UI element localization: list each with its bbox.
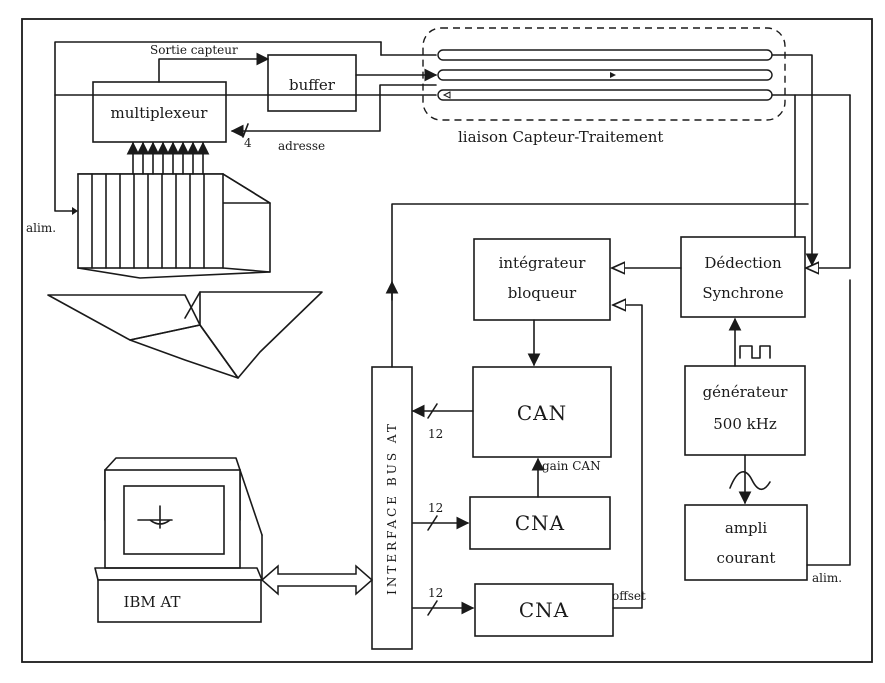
generator-line2: 500 kHz bbox=[713, 415, 777, 433]
interface-box bbox=[371, 366, 413, 650]
link-cable bbox=[422, 27, 786, 121]
cna-offset-bits-label: 12 bbox=[428, 586, 443, 600]
integrator-line1: intégrateur bbox=[499, 254, 587, 272]
sync-detection-line2: Synchrone bbox=[702, 284, 783, 302]
outer-frame bbox=[21, 18, 873, 663]
cna-gain-bits-label: 12 bbox=[428, 501, 443, 515]
address-count-label: 4 bbox=[244, 136, 252, 150]
generator-box bbox=[684, 365, 806, 456]
can-box bbox=[472, 366, 612, 458]
ampli-line1: ampli bbox=[725, 519, 768, 537]
gain-label: gain CAN bbox=[542, 459, 601, 473]
integrator-box bbox=[473, 238, 611, 321]
address-label: adresse bbox=[278, 139, 325, 153]
ampli-box bbox=[684, 504, 808, 581]
cna-gain-box bbox=[469, 496, 611, 550]
sensor-output-label: Sortie capteur bbox=[150, 43, 238, 57]
offset-label: offset bbox=[612, 589, 646, 603]
ampli-line2: courant bbox=[717, 549, 776, 567]
cna-gain-label: CNA bbox=[515, 511, 565, 535]
computer-label: IBM AT bbox=[123, 593, 180, 611]
buffer-box bbox=[267, 54, 357, 112]
can-bits-label: 12 bbox=[428, 427, 443, 441]
power-right-label: alim. bbox=[812, 571, 842, 585]
generator-line1: générateur bbox=[703, 383, 789, 401]
folded-sheet bbox=[47, 291, 323, 379]
sync-detection-line1: Dédection bbox=[704, 254, 782, 272]
sync-detection-box bbox=[680, 236, 806, 318]
link-label: liaison Capteur-Traitement bbox=[458, 128, 663, 146]
can-label: CAN bbox=[517, 401, 567, 425]
cna-offset-label: CNA bbox=[519, 598, 569, 622]
power-left-label: alim. bbox=[26, 221, 56, 235]
sensor-array bbox=[77, 173, 271, 279]
multiplexer-label: multiplexeur bbox=[111, 104, 209, 122]
sensor-to-mux-arrows bbox=[126, 141, 210, 175]
buffer-label: buffer bbox=[289, 76, 336, 94]
cna-offset-box bbox=[474, 583, 614, 637]
interface-label: INTERFACE BUS AT bbox=[385, 421, 399, 595]
computer-interface-link bbox=[260, 564, 374, 596]
integrator-line2: bloqueur bbox=[508, 284, 577, 302]
multiplexer-box bbox=[92, 81, 227, 143]
